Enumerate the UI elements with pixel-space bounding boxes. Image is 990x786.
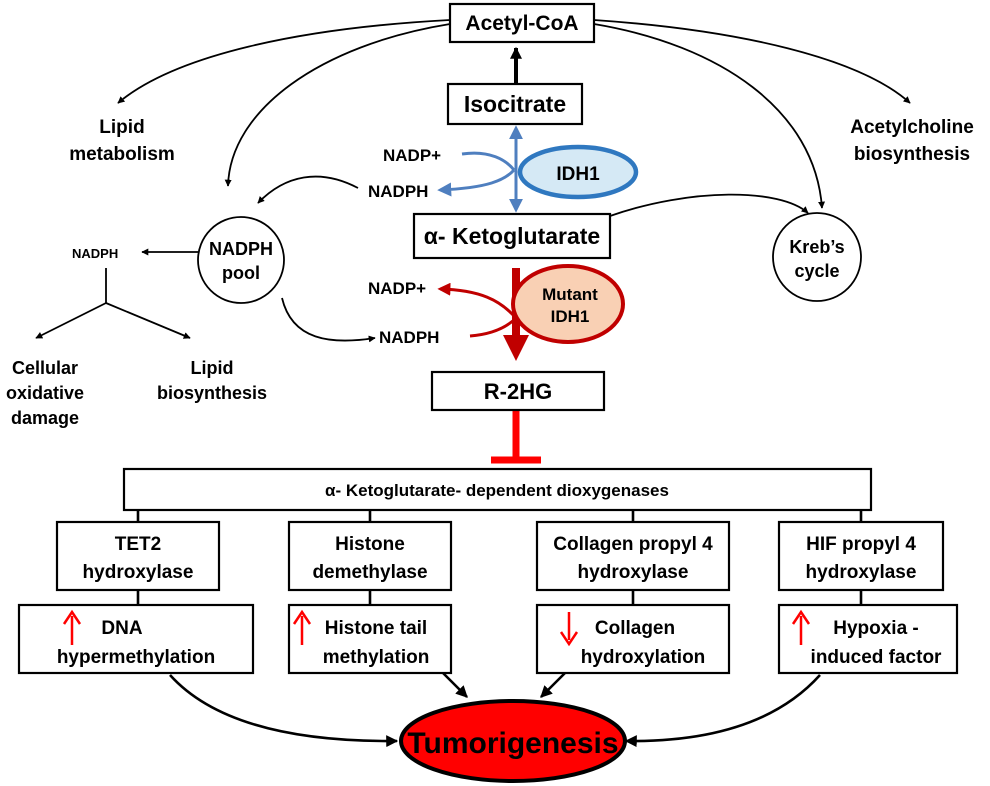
tet2-line1: TET2 bbox=[115, 534, 161, 555]
hif-hydroxylase-line1: HIF propyl 4 bbox=[806, 534, 916, 555]
blue-nadph-curve bbox=[437, 168, 516, 197]
arrow-akg-to-krebs bbox=[609, 193, 809, 217]
blue-nadp-curve bbox=[461, 151, 516, 171]
arrow-histone-to-tumor bbox=[441, 671, 468, 698]
hif-hydroxylase-line2: hydroxylase bbox=[806, 562, 917, 583]
nadp-plus-bottom-label: NADP+ bbox=[368, 279, 426, 298]
down-arrow-icon-head bbox=[559, 631, 579, 647]
isocitrate-label: Isocitrate bbox=[464, 91, 566, 117]
hif-hydroxylase-box bbox=[777, 520, 945, 592]
arrow-to-nadph-pool bbox=[224, 23, 451, 187]
krebs-cycle-line1: Kreb’s bbox=[789, 237, 844, 257]
lipid-metabolism-line1: Lipid bbox=[99, 117, 144, 138]
acetyl-coa-label: Acetyl-CoA bbox=[465, 12, 578, 35]
arrow-to-oxidative-damage bbox=[35, 302, 107, 339]
r2hg-label: R-2HG bbox=[484, 379, 552, 404]
nadp-plus-top-label: NADP+ bbox=[383, 146, 441, 165]
red-nadp-curve bbox=[437, 282, 518, 319]
arrow-to-lipid-metabolism bbox=[117, 19, 451, 104]
dioxygenases-box bbox=[122, 467, 873, 512]
red-nadph-curve bbox=[469, 316, 518, 338]
lipid-biosynthesis-line2: biosynthesis bbox=[157, 383, 267, 403]
nadph-bottom-label: NADPH bbox=[379, 328, 439, 347]
arrow-collagen-to-tumor bbox=[540, 671, 567, 698]
acetyl-coa-box bbox=[448, 2, 596, 44]
arrow-to-lipid-biosynthesis bbox=[105, 302, 191, 339]
arrow-dna-to-tumor bbox=[169, 674, 399, 748]
nadph-small-label: NADPH bbox=[72, 246, 118, 261]
mutant-idh1-label-line2: IDH1 bbox=[551, 307, 590, 326]
oxidative-damage-line1: Cellular bbox=[12, 358, 78, 378]
isocitrate-box bbox=[446, 82, 584, 126]
collagen-hydroxylation-line1: Collagen bbox=[595, 618, 675, 639]
collagen-hydroxylase-line1: Collagen propyl 4 bbox=[553, 534, 713, 555]
up-arrow-icon-head bbox=[62, 609, 82, 625]
arrow-to-acetylcholine bbox=[593, 19, 911, 104]
tet2-box bbox=[55, 520, 221, 592]
arrow-to-krebs-from-acetyl bbox=[593, 23, 826, 209]
lipid-metabolism-line2: metabolism bbox=[69, 144, 175, 165]
hypoxia-line2: induced factor bbox=[811, 647, 943, 668]
collagen-hydroxylation-line2: hydroxylation bbox=[581, 647, 706, 668]
dioxygenases-label: α- Ketoglutarate- dependent dioxygenases bbox=[325, 481, 669, 500]
tet2-line2: hydroxylase bbox=[83, 562, 194, 583]
mutant-idh1-label-line1: Mutant bbox=[542, 285, 598, 304]
nadph-pool-line1: NADPH bbox=[209, 239, 273, 259]
connector-layer bbox=[35, 19, 911, 748]
dna-hypermethylation-line2: hypermethylation bbox=[57, 647, 215, 668]
arrow-pool-to-nadph bbox=[281, 297, 376, 343]
krebs-cycle-line2: cycle bbox=[794, 261, 839, 281]
up-arrow-icon-head bbox=[292, 609, 312, 625]
histone-demethylase-line2: demethylase bbox=[312, 562, 427, 583]
alpha-ketoglutarate-box bbox=[412, 212, 612, 260]
oxidative-damage-line2: oxidative bbox=[6, 383, 84, 403]
tumorigenesis-ellipse bbox=[399, 699, 627, 783]
collagen-hydroxylase-box bbox=[535, 520, 731, 592]
histone-demethylase-box bbox=[287, 520, 453, 592]
nadph-pool-line2: pool bbox=[222, 263, 260, 283]
alpha-ketoglutarate-label: α- Ketoglutarate bbox=[424, 223, 600, 249]
acetylcholine-line2: biosynthesis bbox=[854, 144, 970, 165]
mutant-idh1-enzyme bbox=[511, 264, 625, 344]
lipid-biosynthesis-line1: Lipid bbox=[191, 358, 234, 378]
idh1-enzyme bbox=[517, 144, 639, 200]
acetylcholine-line1: Acetylcholine bbox=[850, 117, 974, 138]
dna-hypermethylation-line1: DNA bbox=[101, 618, 142, 639]
histone-tail-methylation-line1: Histone tail bbox=[325, 618, 427, 639]
krebs-cycle-circle bbox=[772, 212, 862, 302]
histone-demethylase-line1: Histone bbox=[335, 534, 405, 555]
hypoxia-line1: Hypoxia - bbox=[833, 618, 919, 639]
oxidative-damage-line3: damage bbox=[11, 408, 79, 428]
nadph-pool-circle bbox=[197, 216, 285, 304]
dna-hypermethylation-box bbox=[17, 603, 255, 675]
r2hg-box bbox=[430, 370, 606, 412]
hypoxia-induced-factor-box bbox=[777, 603, 959, 675]
nadph-top-label: NADPH bbox=[368, 182, 428, 201]
collagen-hydroxylase-line2: hydroxylase bbox=[578, 562, 689, 583]
idh1-label: IDH1 bbox=[556, 164, 600, 185]
histone-tail-methylation-line2: methylation bbox=[323, 647, 430, 668]
up-arrow-icon-head bbox=[791, 609, 811, 625]
arrow-hif-to-tumor bbox=[624, 674, 821, 748]
tumorigenesis-label: Tumorigenesis bbox=[407, 727, 618, 760]
arrow-nadph-to-pool bbox=[257, 175, 359, 204]
histone-tail-methylation-box bbox=[287, 603, 453, 675]
